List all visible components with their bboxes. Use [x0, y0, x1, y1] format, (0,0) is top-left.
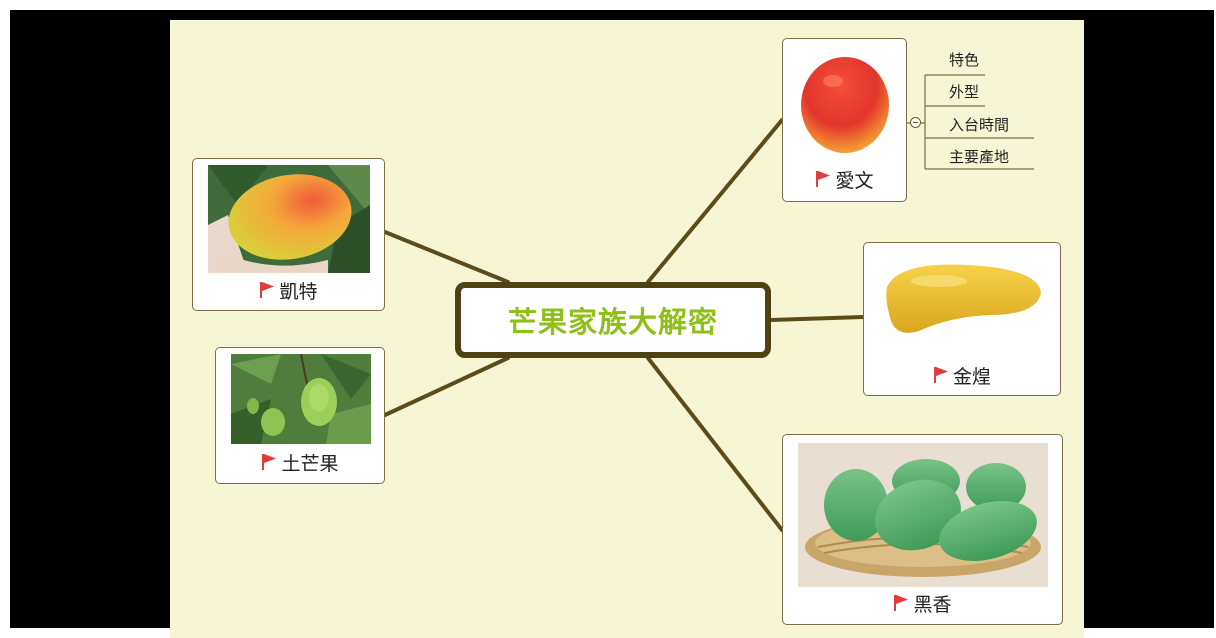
collapse-toggle[interactable] [910, 117, 921, 128]
mindmap-canvas: 芒果家族大解密 [170, 20, 1084, 638]
flag-icon [816, 171, 831, 187]
kate-mango-image [208, 165, 370, 273]
subtopic-main-region[interactable]: 主要產地 [949, 148, 1010, 166]
topic-kate[interactable]: 凱特 [192, 158, 385, 311]
jinhuang-mango-image [879, 253, 1047, 345]
branch-line-native [383, 356, 510, 417]
flag-icon [933, 367, 948, 383]
topic-irwin[interactable]: 愛文 [782, 38, 907, 202]
subtopic-arrival-time[interactable]: 入台時間 [949, 116, 1010, 134]
branch-line-heixiang [646, 356, 784, 532]
native-mango-image [231, 354, 371, 444]
branch-line-jinhuang [769, 315, 865, 322]
topic-native-label-row: 土芒果 [216, 446, 384, 478]
presentation-frame: 芒果家族大解密 [10, 10, 1214, 638]
flag-icon [262, 454, 277, 470]
topic-kate-label-row: 凱特 [193, 275, 384, 305]
branch-line-irwin [646, 118, 784, 284]
topic-kate-label: 凱特 [279, 280, 318, 303]
topic-native-label: 土芒果 [281, 452, 339, 475]
topic-heixiang-label-row: 黑香 [783, 587, 1062, 619]
central-topic[interactable]: 芒果家族大解密 [455, 282, 771, 358]
topic-jinhuang-label-row: 金煌 [864, 359, 1060, 391]
topic-jinhuang-label: 金煌 [952, 365, 991, 388]
subtopic-features[interactable]: 特色 [949, 51, 980, 69]
heixiang-mango-image [798, 443, 1048, 587]
topic-native[interactable]: 土芒果 [215, 347, 385, 484]
subtopic-shape[interactable]: 外型 [949, 83, 980, 101]
topic-irwin-label: 愛文 [835, 169, 874, 192]
topic-heixiang-label: 黑香 [913, 593, 952, 616]
branch-line-kate [383, 230, 510, 284]
topic-jinhuang[interactable]: 金煌 [863, 242, 1061, 396]
flag-icon [894, 595, 909, 611]
irwin-mango-image [793, 47, 897, 157]
topic-irwin-label-row: 愛文 [783, 163, 906, 195]
flag-icon [260, 282, 275, 298]
topic-heixiang[interactable]: 黑香 [782, 434, 1063, 625]
central-topic-title: 芒果家族大解密 [507, 305, 718, 339]
